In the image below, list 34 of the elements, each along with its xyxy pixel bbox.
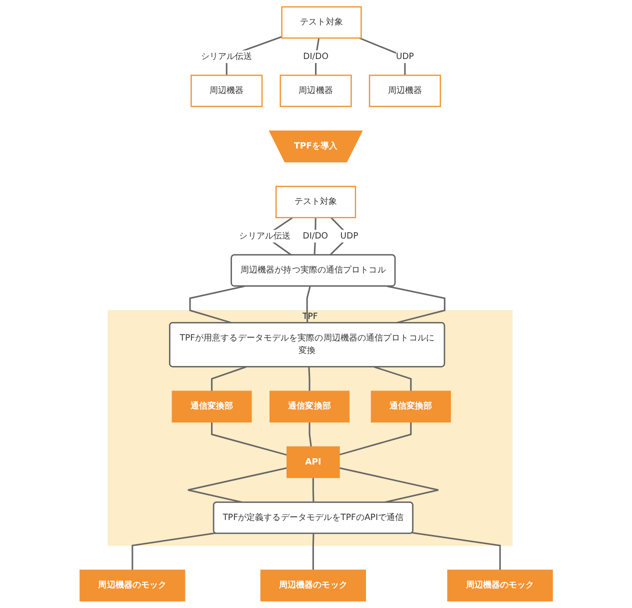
connector [312,478,314,502]
connector [386,286,446,324]
connector [308,422,312,447]
connector [374,366,412,392]
connector [186,467,287,504]
node-box: テスト対象 [275,186,356,218]
connector [210,366,246,392]
edge-label: シリアル伝送 [238,231,290,241]
edge-label: シリアル伝送 [200,51,252,62]
node-box: テスト対象 [280,6,362,39]
node-box: 周辺機器のモック [447,570,553,602]
node-box: API [286,446,340,478]
edge-label: UDP [340,231,358,241]
connector [189,286,244,324]
connector [210,422,287,456]
node-box: 周辺機器 [280,74,352,108]
connector [306,286,311,323]
edge-label: DI/DO [302,231,328,241]
edge-label: UDP [396,51,414,62]
connector [312,534,314,570]
node-box: 通信変換部 [172,390,252,422]
node-box: 通信変換部 [269,390,350,422]
node-box: 周辺機器 [190,74,262,108]
connector [339,467,439,504]
node-box: 周辺機器のモック [260,570,366,602]
connector [308,366,310,392]
connector [358,37,406,76]
connector [131,532,216,570]
node-box: 周辺機器のモック [79,570,185,602]
edge-label: DI/DO [302,51,328,62]
node-box: 通信変換部 [370,390,451,422]
connector [412,532,501,570]
connector [339,422,412,456]
node-box: 周辺機器 [368,74,441,108]
